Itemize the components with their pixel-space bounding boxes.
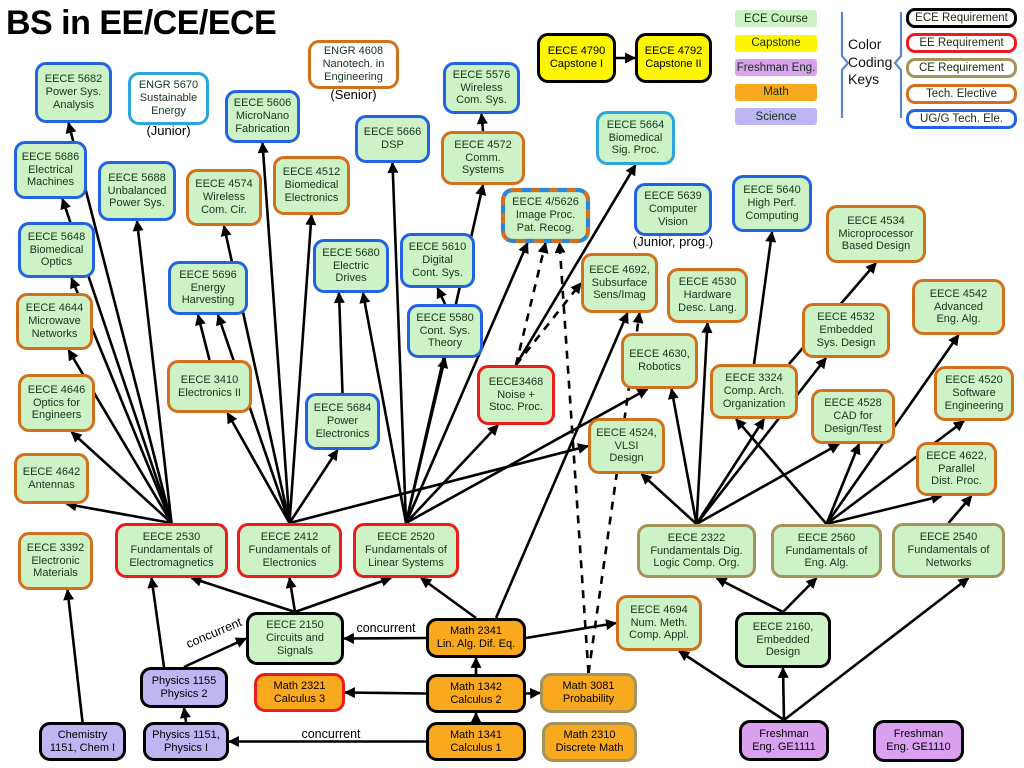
course-e4792: EECE 4792 Capstone II — [635, 33, 712, 83]
legend-fill-4: Science — [735, 108, 817, 125]
course-e4520: EECE 4520 Software Engineering — [934, 366, 1014, 421]
legend-border-4: UG/G Tech. Ele. — [906, 109, 1017, 129]
course-e4524: EECE 4524, VLSI Design — [588, 418, 665, 474]
course-e5696: EECE 5696 Energy Harvesting — [168, 261, 248, 315]
course-e2412: EECE 2412 Fundamentals of Electronics — [237, 523, 342, 578]
course-note-e5639: (Junior, prog.) — [633, 234, 713, 249]
course-e4528: EECE 4528 CAD for Design/Test — [811, 389, 895, 444]
course-e2540: EECE 2540 Fundamentals of Networks — [892, 523, 1005, 578]
course-ge1111: Freshman Eng. GE1111 — [739, 720, 829, 761]
legend-border-2: CE Requirement — [906, 58, 1017, 78]
course-e5684: EECE 5684 Power Electronics — [305, 393, 380, 450]
legend-fill-1: Capstone — [735, 35, 817, 52]
course-m1342: Math 1342 Calculus 2 — [426, 674, 526, 713]
course-e4630: EECE 4630, Robotics — [621, 333, 698, 389]
course-ge1110: Freshman Eng. GE1110 — [873, 720, 964, 762]
course-e2530: EECE 2530 Fundamentals of Electromagneti… — [115, 523, 228, 578]
course-e5686: EECE 5686 Electrical Machines — [14, 141, 87, 199]
course-e5610: EECE 5610 Digital Cont. Sys. — [400, 233, 475, 288]
course-p1151: Physics 1151, Physics I — [143, 722, 229, 761]
course-e3410: EECE 3410 Electronics II — [167, 360, 252, 413]
annotation-concurrent-1: concurrent — [356, 621, 415, 635]
course-e5688: EECE 5688 Unbalanced Power Sys. — [98, 161, 176, 221]
legend-fill-0: ECE Course — [735, 10, 817, 27]
course-m1341: Math 1341 Calculus 1 — [426, 722, 526, 761]
course-e5639: EECE 5639 Computer Vision(Junior, prog.) — [634, 183, 712, 236]
course-e5640: EECE 5640 High Perf. Computing — [732, 175, 812, 232]
course-e4642: EECE 4642 Antennas — [14, 453, 89, 504]
course-chem: Chemistry 1151, Chem I — [39, 722, 126, 761]
course-e4542: EECE 4542 Advanced Eng. Alg. — [912, 279, 1005, 335]
legend-border-0: ECE Requirement — [906, 8, 1017, 28]
course-e2520: EECE 2520 Fundamentals of Linear Systems — [353, 523, 459, 578]
course-m3081: Math 3081 Probability — [540, 673, 637, 713]
course-e3468: EECE3468 Noise + Stoc. Proc. — [477, 365, 555, 425]
course-engr4608: ENGR 4608 Nanotech. in Engineering(Senio… — [308, 40, 399, 89]
course-e2160: EECE 2160, Embedded Design — [735, 612, 831, 668]
course-note-engr5670: (Junior) — [146, 123, 190, 138]
course-note-engr4608: (Senior) — [330, 87, 376, 102]
course-e5580: EECE 5580 Cont. Sys. Theory — [407, 304, 483, 358]
course-e5648: EECE 5648 Biomedical Optics — [18, 222, 95, 278]
course-e3324: EECE 3324 Comp. Arch. Organization — [710, 364, 798, 419]
course-e5606: EECE 5606 MicroNano Fabrication — [225, 90, 300, 143]
course-e2560: EECE 2560 Fundamentals of Eng. Alg. — [771, 524, 882, 578]
course-e4692: EECE 4692, Subsurface Sens/Imag — [581, 253, 658, 313]
course-p1155: Physics 1155 Physics 2 — [140, 667, 228, 708]
course-e4790: EECE 4790 Capstone I — [537, 33, 616, 83]
course-e4644: EECE 4644 Microwave Networks — [16, 293, 93, 350]
course-e2322: EECE 2322 Fundamentals Dig. Logic Comp. … — [637, 524, 756, 578]
course-e2150: EECE 2150 Circuits and Signals — [246, 612, 344, 665]
legend-keys-label: Color Coding Keys — [848, 36, 906, 89]
legend-fill-3: Math — [735, 84, 817, 101]
course-m2321: Math 2321 Calculus 3 — [254, 673, 345, 712]
course-e5626: EECE 4/5626 Image Proc. Pat. Recog. — [501, 188, 590, 243]
course-m2310: Math 2310 Discrete Math — [542, 722, 637, 762]
course-m2341: Math 2341 Lin. Alg. Dif. Eq. — [426, 618, 526, 658]
legend-border-1: EE Requirement — [906, 33, 1017, 53]
course-e4534: EECE 4534 Microprocessor Based Design — [826, 205, 926, 263]
course-e4532: EECE 4532 Embedded Sys. Design — [802, 303, 890, 358]
course-e5680: EECE 5680 Electric Drives — [313, 239, 389, 293]
course-e4530: EECE 4530 Hardware Desc. Lang. — [667, 268, 748, 323]
annotation-concurrent-2: concurrent — [301, 727, 360, 741]
course-e5666: EECE 5666 DSP — [355, 115, 430, 163]
course-e3392: EECE 3392 Electronic Materials — [18, 532, 93, 590]
course-e4694: EECE 4694 Num. Meth. Comp. Appl. — [616, 595, 702, 651]
course-e5576: EECE 5576 Wireless Com. Sys. — [443, 62, 520, 114]
course-e4512: EECE 4512 Biomedical Electronics — [273, 156, 350, 215]
course-e5682: EECE 5682 Power Sys. Analysis — [35, 62, 112, 123]
course-e4574: EECE 4574 Wireless Com. Cir. — [186, 169, 262, 226]
course-e5664: EECE 5664 Biomedical Sig. Proc. — [596, 111, 675, 165]
legend-border-3: Tech. Elective — [906, 84, 1017, 104]
course-engr5670: ENGR 5670 Sustainable Energy(Junior) — [128, 72, 209, 125]
course-e4622: EECE 4622, Parallel Dist. Proc. — [916, 442, 997, 496]
course-e4646: EECE 4646 Optics for Engineers — [18, 374, 95, 432]
legend-fill-2: Freshman Eng. — [735, 59, 817, 76]
course-e4572: EECE 4572 Comm. Systems — [441, 131, 525, 185]
